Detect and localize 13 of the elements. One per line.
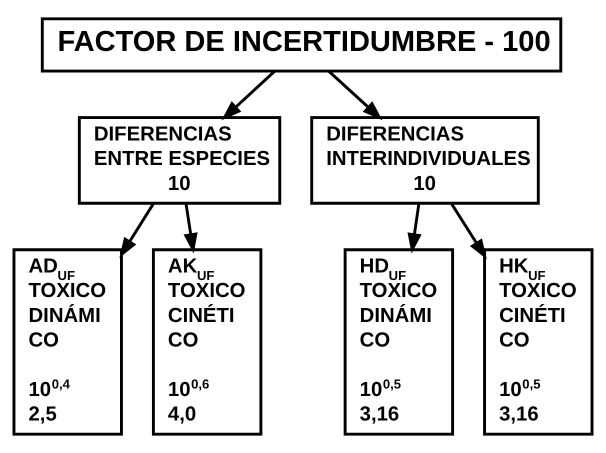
arrow (407, 203, 422, 254)
node-box: FACTOR DE INCERTIDUMBRE - 100 (40, 17, 562, 73)
node-box: HK$_{UF}$ TOXICO CINÉTI CO 10$^{0,5}$ 3,16 (483, 248, 594, 436)
arrow (222, 70, 276, 120)
arrow (119, 202, 155, 258)
node-box: DIFERENCIAS ENTRE ESPECIES 10 (78, 116, 282, 205)
node-box: HD$_{UF}$ TOXICO DINÁMI CO 10$^{0,5}$ 3,16 (344, 248, 454, 436)
arrow (184, 203, 198, 254)
node-box: AD$_{UF}$ TOXICO DINÁMI CO 10$^{0,4}$ 2,5 (12, 248, 123, 436)
arrow (450, 202, 487, 260)
arrow (328, 70, 382, 120)
node-box: AK$_{UF}$ TOXICO CINÉTI CO 10$^{0,6}$ 4,0 (152, 248, 262, 436)
node-box: DIFERENCIAS INTERINDIVIDUALES 10 (310, 116, 540, 205)
